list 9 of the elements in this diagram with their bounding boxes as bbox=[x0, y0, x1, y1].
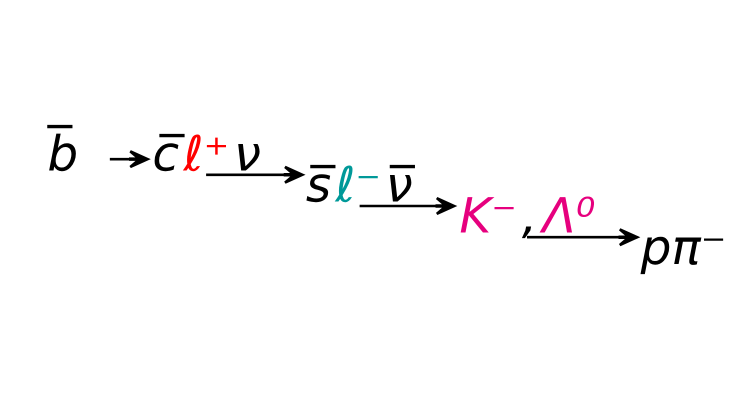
node-text: c̅ℓ⁺ν bbox=[152, 126, 261, 182]
arrow bbox=[360, 196, 456, 216]
arrow bbox=[527, 228, 638, 246]
arrow bbox=[206, 166, 304, 184]
node-text: K⁻,Λ⁰ bbox=[459, 188, 596, 245]
node-text: b̅ bbox=[47, 126, 78, 182]
node-text: pπ⁻ bbox=[640, 220, 726, 276]
arrow bbox=[110, 150, 149, 168]
node-text: s̅ℓ⁻ν̅ bbox=[306, 157, 413, 214]
